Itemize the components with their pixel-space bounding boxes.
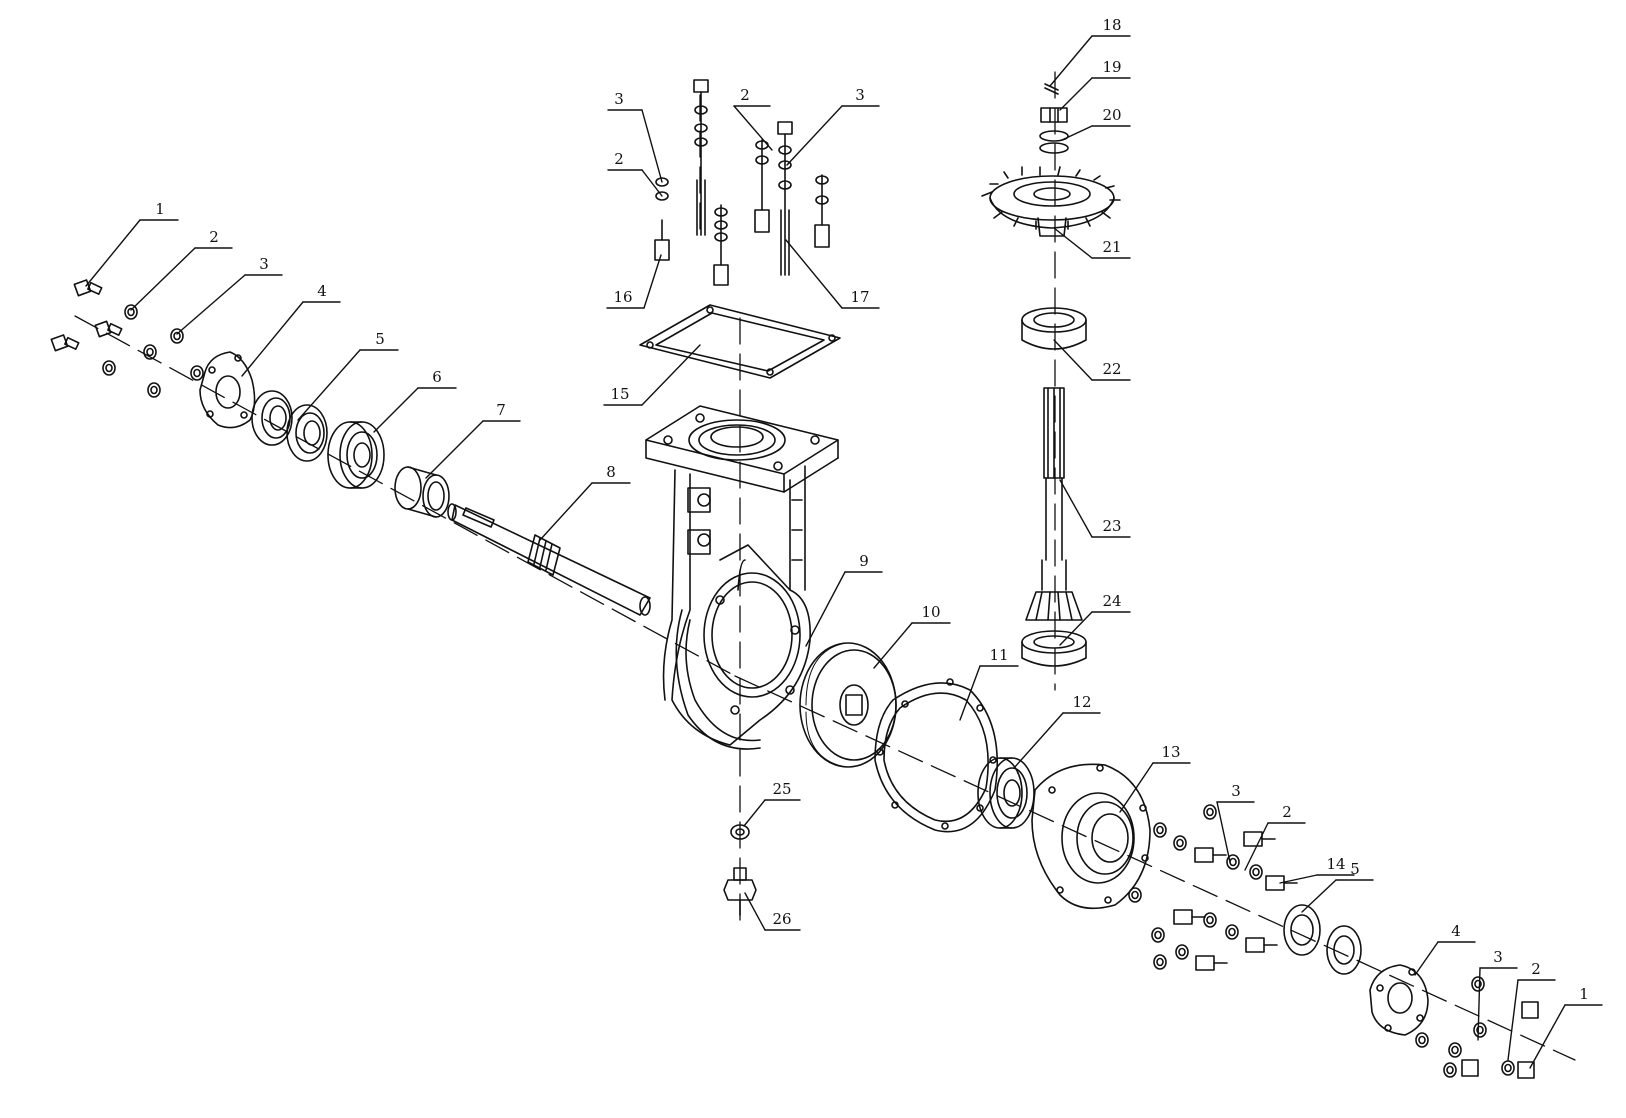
label-5-left: 5 [375,330,385,348]
bolt-short-1 [713,204,729,286]
bolt-right-lower [1461,1059,1479,1077]
bearing-12 [977,757,1035,829]
label-25: 25 [772,780,791,798]
label-14: 14 [1326,855,1345,873]
label-3-top-right: 3 [855,86,865,104]
top-bolts [654,79,830,286]
label-24: 24 [1102,592,1121,610]
label-8: 8 [606,463,616,481]
nut-cluster-lower [1128,887,1239,970]
top-gasket-15 [639,304,841,379]
bolt-r1 [1194,847,1227,863]
label-7: 7 [496,401,506,419]
gasket-11 [874,678,998,833]
spacer-sleeve-7 [394,466,450,518]
left-end-cap [199,351,256,429]
label-13: 13 [1161,743,1180,761]
drain-plug-26 [723,867,757,916]
left-bearing-6 [327,421,385,489]
right-end-bolts [1415,976,1539,1079]
label-9: 9 [859,552,869,570]
gearbox-housing-9 [645,405,839,750]
nut-cluster-upper [1153,804,1263,880]
label-6: 6 [432,368,442,386]
label-17: 17 [850,288,869,306]
left-fasteners [50,279,204,398]
label-19: 19 [1102,58,1121,76]
label-2-left: 2 [209,228,219,246]
label-3-right-upper: 3 [1231,782,1241,800]
bolt-16 [654,177,670,261]
bolt-r4 [1245,937,1278,953]
gear-21-teeth [981,166,1121,230]
crown-gear-10 [799,642,897,768]
castle-nut-19 [1040,107,1068,123]
bolt-1-right [1517,1061,1535,1079]
label-16: 16 [613,288,632,306]
bolt-r3 [1173,909,1206,925]
label-12: 12 [1072,693,1091,711]
side-cover-13 [1031,763,1151,910]
label-2-right: 2 [1531,960,1541,978]
label-20: 20 [1102,106,1121,124]
drain-washer-25 [730,824,750,840]
pinion-gear [1025,591,1083,621]
label-3-top-left: 3 [614,90,624,108]
bevel-gear-21 [981,166,1121,237]
label-22: 22 [1102,360,1121,378]
bolt-17 [777,121,793,276]
label-15: 15 [610,385,629,403]
label-21: 21 [1102,238,1121,256]
label-26: 26 [772,910,791,928]
bolt-14 [1265,875,1298,891]
bolt-mid-1 [754,139,770,233]
bolt-right-top [814,174,830,248]
bolt-left-lower [50,334,80,352]
input-shaft-8 [447,503,651,616]
right-seal-5 [1283,904,1362,975]
bearing-22 [1021,307,1087,350]
part-labels: 1 2 3 4 5 6 7 8 9 10 11 12 13 3 2 14 5 4… [155,16,1589,1003]
label-2-top-left: 2 [614,150,624,168]
axis-lines [74,71,1576,1061]
bolt-1-left-upper [73,279,103,297]
label-3-right: 3 [1493,948,1503,966]
bearing-24 [1021,630,1087,667]
label-2-right-upper: 2 [1282,803,1292,821]
label-2-top-mid: 2 [740,86,750,104]
label-23: 23 [1102,517,1121,535]
bolt-long-1 [693,79,709,236]
label-11: 11 [989,646,1008,664]
label-5-right: 5 [1350,860,1360,878]
washer-20 [1039,130,1069,154]
bolt-left-mid [94,320,123,338]
label-4-left: 4 [317,282,327,300]
right-end-cap-4 [1369,964,1429,1036]
cotter-pin-18 [1044,83,1059,95]
label-10: 10 [921,603,940,621]
label-4-right: 4 [1451,922,1461,940]
label-3-left: 3 [259,255,269,273]
label-1-right: 1 [1579,985,1589,1003]
right-fasteners [1128,804,1298,971]
label-18: 18 [1102,16,1121,34]
left-oil-seal [251,390,293,446]
pinion-shaft-23 [1041,387,1067,591]
vertical-shaft-stack [981,83,1121,667]
bolt-r5 [1195,955,1228,971]
leader-lines [85,35,1603,1069]
label-1-left: 1 [155,200,165,218]
left-seal-5 [286,404,328,462]
bolt-right-upper [1521,1001,1539,1019]
bolt-r2 [1243,831,1276,847]
